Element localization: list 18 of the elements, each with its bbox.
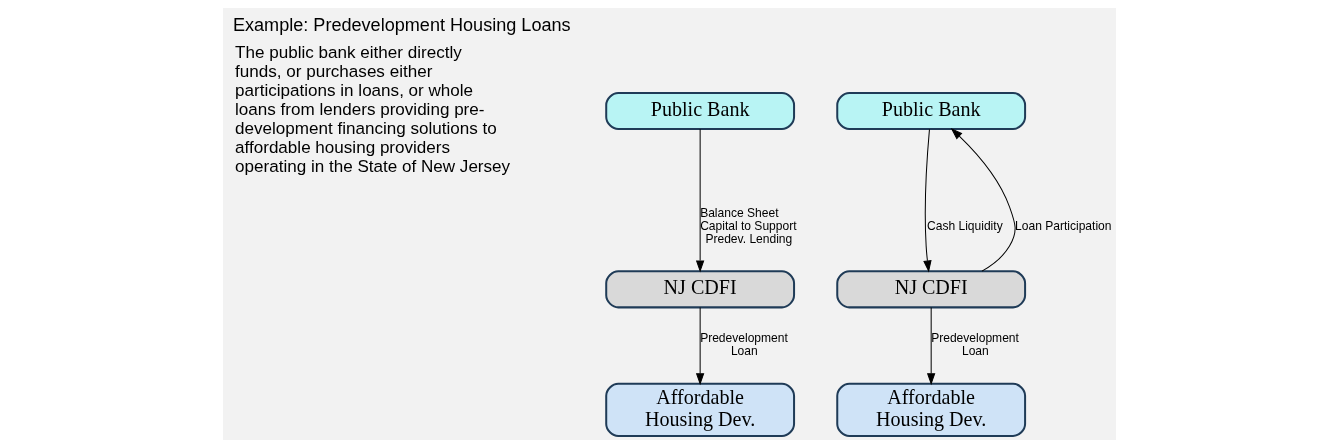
arrow xyxy=(695,128,704,272)
arrow xyxy=(922,128,931,272)
arrow xyxy=(926,307,935,385)
edge-label: Balance Sheet Capital to Support Predev. Lending xyxy=(699,205,797,246)
edge-label: Predevelopment Loan xyxy=(699,331,788,359)
node-box: NJ CDFI xyxy=(835,270,1026,309)
node-box: NJ CDFI xyxy=(604,270,795,309)
edge-label: Predevelopment Loan xyxy=(930,331,1019,359)
node-box: Affordable Housing Dev. xyxy=(604,382,795,437)
label: The public bank either directly funds, or purchases either participations in loans, or whole loans from lenders providing pre-development financing solutions to affordable housing providers operating in the State of New Jersey xyxy=(234,42,510,177)
arrow xyxy=(950,128,1016,272)
node-box: Public Bank xyxy=(835,91,1026,131)
node-box: Affordable Housing Dev. xyxy=(835,382,1026,437)
edge-label: Cash Liquidity xyxy=(926,218,1003,233)
node-box: Public Bank xyxy=(604,91,795,131)
diagram-title: Example: Predevelopment Housing Loans xyxy=(232,14,571,35)
edge-label: Loan Participation xyxy=(1014,218,1111,233)
arrow xyxy=(695,307,704,385)
